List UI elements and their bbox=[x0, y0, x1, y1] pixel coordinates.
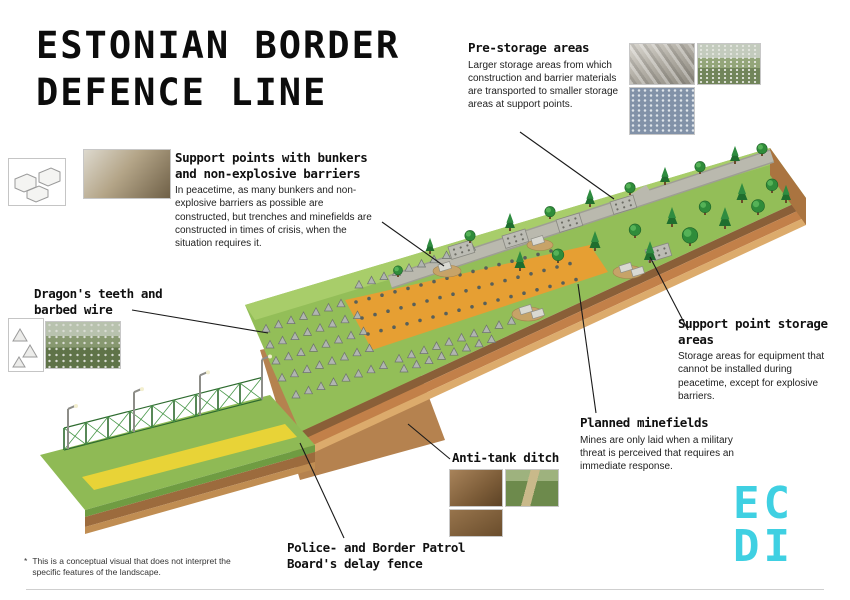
trees-graphic bbox=[393, 143, 791, 277]
annotation-dragons-teeth: Dragon's teeth and barbed wire bbox=[34, 286, 174, 317]
minefield-band-graphic bbox=[345, 245, 608, 350]
patrol-track-graphic bbox=[82, 424, 297, 490]
footnote-marker: * bbox=[24, 556, 28, 566]
annotation-support-points: Support points with bunkers and non-expl… bbox=[175, 150, 380, 250]
pointer-dragons-teeth bbox=[131, 309, 269, 334]
pointer-pre-storage bbox=[519, 131, 615, 200]
page-title-line2: DEFENCE LINE bbox=[36, 71, 328, 115]
logo: EC DI bbox=[733, 478, 794, 573]
photo-dragons-teeth-array bbox=[630, 88, 694, 134]
mines-graphic bbox=[354, 249, 578, 336]
support-points-description: In peacetime, as many bunkers and non-ex… bbox=[175, 185, 372, 249]
photo-anti-tank-ditch-2 bbox=[506, 470, 558, 506]
pointer-lines bbox=[131, 131, 689, 539]
logo-line1: EC bbox=[733, 478, 794, 529]
annotation-planned-minefields: Planned minefields Mines are only laid w… bbox=[580, 415, 735, 473]
planned-minefields-description: Mines are only laid when a military thre… bbox=[580, 434, 734, 472]
storage-areas-graphic bbox=[447, 194, 673, 263]
pointer-minefields bbox=[577, 283, 597, 414]
annotation-pre-storage: Pre-storage areas Larger storage areas f… bbox=[468, 40, 626, 111]
bottom-rule bbox=[26, 589, 824, 590]
photo-dragons-teeth-row bbox=[46, 322, 120, 368]
pre-storage-description: Larger storage areas from which construc… bbox=[468, 59, 619, 111]
bunker-sketch-icon bbox=[14, 167, 61, 203]
pointer-delay-fence bbox=[299, 442, 345, 539]
annotation-delay-fence: Police- and Border Patrol Board's delay … bbox=[287, 540, 497, 571]
logo-line2: DI bbox=[733, 521, 794, 573]
dragons-teeth-sketch-icon bbox=[12, 328, 38, 368]
annotation-anti-tank-ditch: Anti-tank ditch bbox=[452, 450, 582, 466]
pointer-anti-tank bbox=[407, 423, 451, 460]
page-title-line1: ESTONIAN BORDER bbox=[36, 24, 401, 67]
pointer-support-points bbox=[381, 221, 445, 267]
support-storage-description: Storage areas for equipment that cannot … bbox=[678, 351, 825, 402]
annotation-support-storage: Support point storage areas Storage area… bbox=[678, 316, 842, 403]
footnote-text: This is a conceptual visual that does no… bbox=[32, 556, 231, 578]
photo-barrier-field bbox=[698, 44, 760, 84]
photo-bunker bbox=[84, 150, 170, 198]
pre-storage-label: Pre-storage areas bbox=[468, 40, 590, 55]
delay-fence-graphic bbox=[63, 354, 272, 451]
support-points-label: Support points with bunkers and non-expl… bbox=[175, 150, 368, 181]
planned-minefields-label: Planned minefields bbox=[580, 415, 709, 430]
lower-terrace-graphic bbox=[40, 395, 315, 534]
anti-tank-ditch-label: Anti-tank ditch bbox=[452, 450, 559, 465]
delay-fence-label: Police- and Border Patrol Board's delay … bbox=[287, 540, 466, 571]
sketch-dragons-teeth bbox=[8, 318, 44, 372]
support-points-graphic bbox=[432, 235, 645, 322]
sketch-bunker-modules bbox=[8, 158, 66, 206]
pointer-support-storage bbox=[649, 256, 689, 331]
photo-anti-tank-ditch-1 bbox=[450, 470, 502, 506]
photo-concrete-blocks bbox=[630, 44, 694, 84]
dragons-teeth-label: Dragon's teeth and barbed wire bbox=[34, 286, 163, 317]
support-storage-label: Support point storage areas bbox=[678, 316, 828, 347]
footnote: * This is a conceptual visual that does … bbox=[24, 556, 259, 578]
photo-anti-tank-ditch-3 bbox=[450, 510, 502, 536]
page-title: ESTONIAN BORDER DEFENCE LINE bbox=[36, 22, 456, 117]
